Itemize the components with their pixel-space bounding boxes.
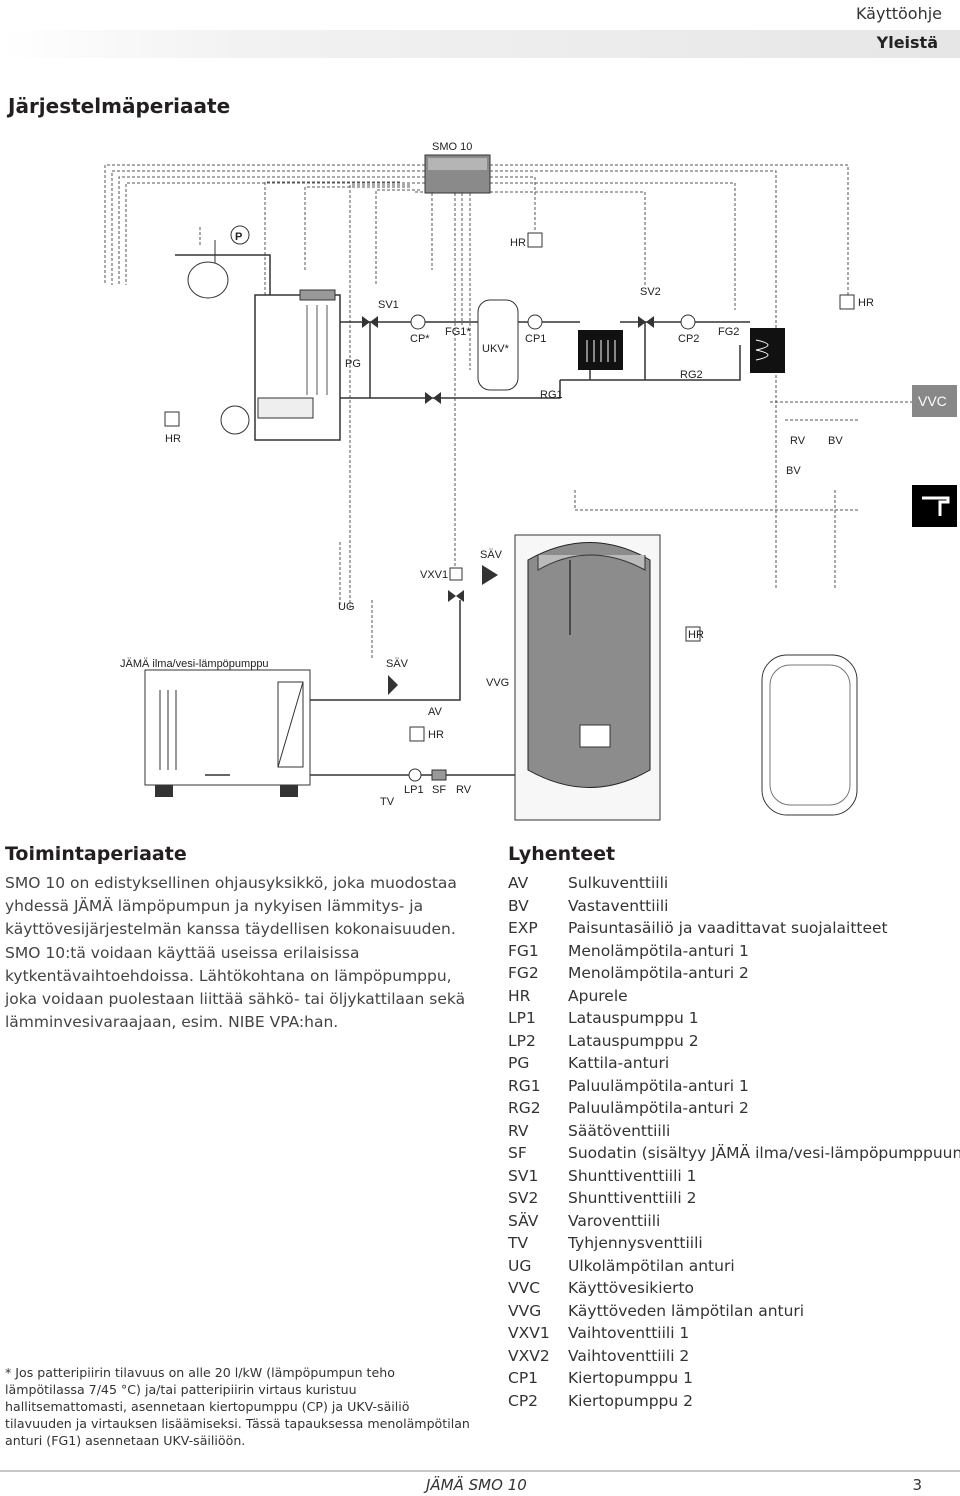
label-rg2: RG2	[680, 369, 703, 381]
label-pg: PG	[345, 358, 361, 370]
label-av: AV	[428, 706, 443, 718]
label-vvg: VVG	[486, 677, 509, 689]
label-vvc: VVC	[918, 393, 947, 409]
header-section: Käyttöohje	[855, 4, 942, 23]
footer-page-number: 3	[912, 1476, 922, 1494]
label-rv-bottom: RV	[456, 784, 472, 796]
principle-heading: Toimintaperiaate	[5, 843, 187, 865]
label-cp-star: CP*	[410, 333, 430, 345]
header-band: Yleistä	[0, 30, 960, 58]
label-fg2: FG2	[718, 326, 739, 338]
label-ukv: UKV*	[482, 343, 510, 355]
label-hr-boiler: HR	[165, 433, 181, 445]
principle-paragraph-1: SMO 10 on edistyksellinen ohjausyksikkö,…	[5, 874, 457, 938]
label-p: P	[235, 231, 242, 243]
label-fg1-star: FG1*	[445, 326, 471, 338]
abbreviations-heading: Lyhenteet	[508, 843, 616, 865]
label-rv: RV	[790, 435, 806, 447]
label-hr-4: HR	[428, 729, 444, 741]
label-sav-bottom: SÄV	[386, 658, 409, 670]
label-cp1: CP1	[525, 333, 546, 345]
label-sav-top: SÄV	[480, 549, 503, 561]
footer-divider	[0, 1470, 960, 1472]
label-rg1: RG1	[540, 389, 563, 401]
label-sv2: SV2	[640, 286, 661, 298]
label-bv-2: BV	[786, 465, 801, 477]
label-hr-1: HR	[510, 237, 526, 249]
label-smo10: SMO 10	[432, 141, 472, 153]
label-vxv1: VXV1	[420, 569, 448, 581]
label-sf: SF	[432, 784, 446, 796]
label-tv: TV	[380, 796, 395, 808]
principle-paragraph-2: SMO 10:tä voidaan käyttää useissa erilai…	[5, 944, 466, 1031]
label-bv-1: BV	[828, 435, 843, 447]
label-heatpump: JÄMÄ ilma/vesi-lämpöpumppu	[120, 658, 269, 670]
label-cp2: CP2	[678, 333, 699, 345]
footer-doc-title: JÄMÄ SMO 10	[426, 1476, 527, 1494]
header-subsection: Yleistä	[876, 33, 938, 52]
label-lp1: LP1	[404, 784, 424, 796]
label-ug: UG	[338, 601, 355, 613]
footnote: * Jos patteripiirin tilavuus on alle 20 …	[5, 1365, 470, 1448]
page-title: Järjestelmäperiaate	[8, 94, 231, 118]
label-hr-2: HR	[858, 297, 874, 309]
label-sv1: SV1	[378, 299, 399, 311]
header-top: Käyttöohje	[0, 0, 960, 30]
system-diagram: SMO 10 P HR PG UKV* HR SV1 SV2 HR CP* FG…	[0, 130, 960, 830]
label-hr-3: HR	[688, 629, 704, 641]
